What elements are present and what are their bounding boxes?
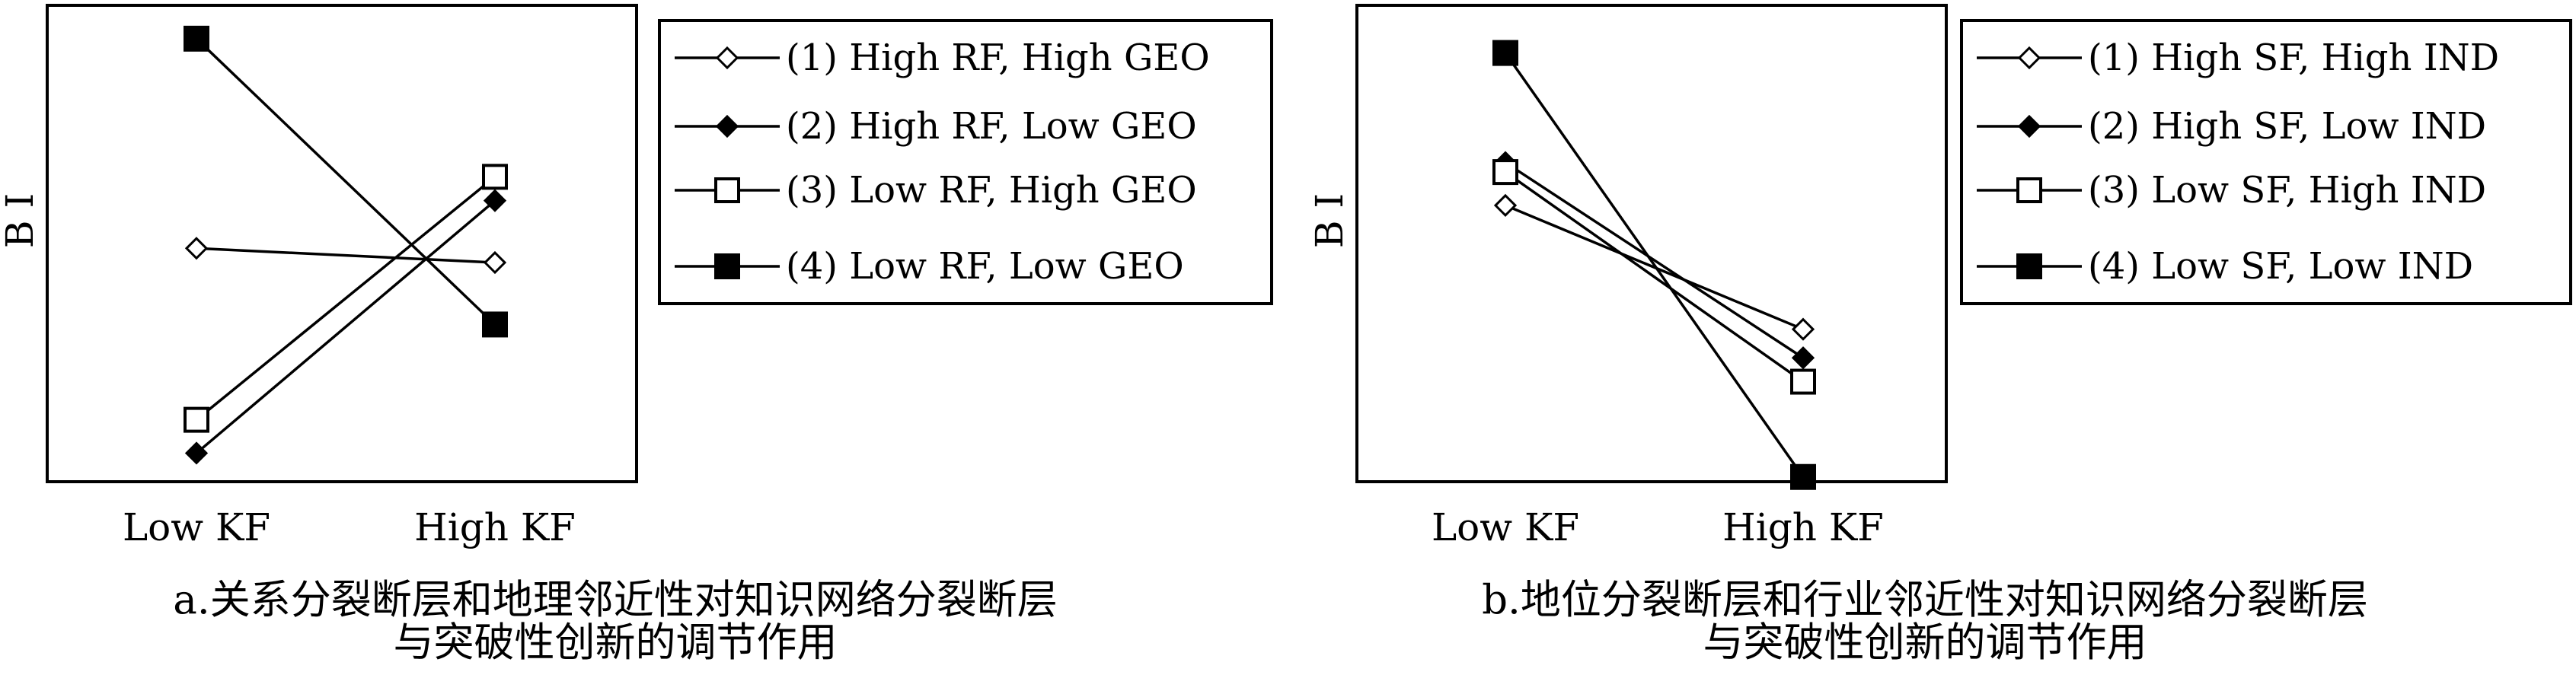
legend-item: (1) High SF, High IND <box>1977 37 2499 79</box>
legend-item: (1) High RF, High GEO <box>675 37 1210 79</box>
legend-label: (4) Low RF, Low GEO <box>786 245 1184 288</box>
legend-marker <box>2017 114 2041 139</box>
legend-marker <box>714 253 740 279</box>
legend-item: (4) Low RF, Low GEO <box>675 245 1184 288</box>
legend-marker <box>714 177 740 203</box>
data-point <box>184 441 209 465</box>
data-point <box>1791 317 1815 341</box>
data-point <box>184 237 209 260</box>
legend-marker <box>715 114 739 139</box>
series-2 <box>184 189 507 465</box>
data-point <box>1791 346 1815 370</box>
legend-item: (2) High RF, Low GEO <box>675 105 1197 148</box>
legend-frame <box>658 19 1273 305</box>
legend-item: (2) High SF, Low IND <box>1977 105 2486 148</box>
figure-caption: a.关系分裂断层和地理邻近性对知识网络分裂断层 <box>173 577 1057 623</box>
data-point <box>482 164 508 190</box>
chart-panel-0: B I Low KF High KF (1) High RF, High GEO (2)… <box>0 4 1273 666</box>
legend-item: (3) Low RF, High GEO <box>675 169 1197 212</box>
legend-label: (4) Low SF, Low IND <box>2088 245 2473 288</box>
plot-frame <box>46 4 638 483</box>
figure-caption: 与突破性创新的调节作用 <box>394 619 838 666</box>
series-2 <box>1493 151 1815 370</box>
x-tick-label: High KF <box>1722 505 1884 549</box>
legend-item: (4) Low SF, Low IND <box>1977 245 2473 288</box>
x-tick-label: Low KF <box>1432 505 1579 549</box>
data-point <box>483 250 507 275</box>
figure-caption: 与突破性创新的调节作用 <box>1703 619 2147 666</box>
legend-label: (2) High SF, Low IND <box>2088 105 2486 148</box>
data-point <box>1790 368 1816 395</box>
legend-label: (3) Low SF, High IND <box>2088 169 2486 212</box>
series-line <box>195 37 496 326</box>
series-line <box>1504 170 1805 383</box>
series-3 <box>1492 159 1816 395</box>
data-point <box>482 311 508 338</box>
data-point <box>1492 159 1518 186</box>
figure-caption: b.地位分裂断层和行业邻近性对知识网络分裂断层 <box>1482 577 2368 623</box>
x-tick-label: Low KF <box>123 505 270 549</box>
series-line <box>1505 161 1804 359</box>
plot-frame <box>1355 4 1948 483</box>
legend: (1) High RF, High GEO (2) High RF, Low GE… <box>658 19 1273 305</box>
series-1 <box>184 237 507 275</box>
legend: (1) High SF, High IND (2) High SF, Low IN… <box>1960 19 2572 305</box>
legend-marker <box>715 46 739 70</box>
series-4 <box>1492 40 1816 490</box>
legend-label: (3) Low RF, High GEO <box>786 169 1197 212</box>
legend-label: (1) High RF, High GEO <box>786 37 1210 79</box>
series-line <box>195 199 496 454</box>
series-3 <box>184 164 508 433</box>
legend-marker <box>2016 253 2042 279</box>
y-axis-label: B I <box>1307 193 1352 248</box>
chart-panel-1: B I Low KF High KF (1) High SF, High IND (2)… <box>1307 4 2572 666</box>
legend-label: (2) High RF, Low GEO <box>786 105 1197 148</box>
legend-frame <box>1960 19 2572 305</box>
series-line <box>1505 204 1804 331</box>
y-axis-label: B I <box>0 193 42 248</box>
series-line <box>196 247 496 264</box>
data-point <box>184 406 209 433</box>
data-point <box>1493 193 1518 218</box>
series-4 <box>184 25 508 338</box>
series-line <box>195 176 496 421</box>
data-point <box>1492 40 1518 66</box>
data-point <box>184 25 209 52</box>
data-point <box>1790 463 1816 490</box>
legend-label: (1) High SF, High IND <box>2088 37 2499 79</box>
series-line <box>1504 52 1805 478</box>
legend-item: (3) Low SF, High IND <box>1977 169 2486 212</box>
legend-marker <box>2016 177 2042 203</box>
x-tick-label: High KF <box>414 505 576 549</box>
data-point <box>483 189 507 212</box>
series-1 <box>1493 193 1815 341</box>
legend-marker <box>2017 46 2041 70</box>
